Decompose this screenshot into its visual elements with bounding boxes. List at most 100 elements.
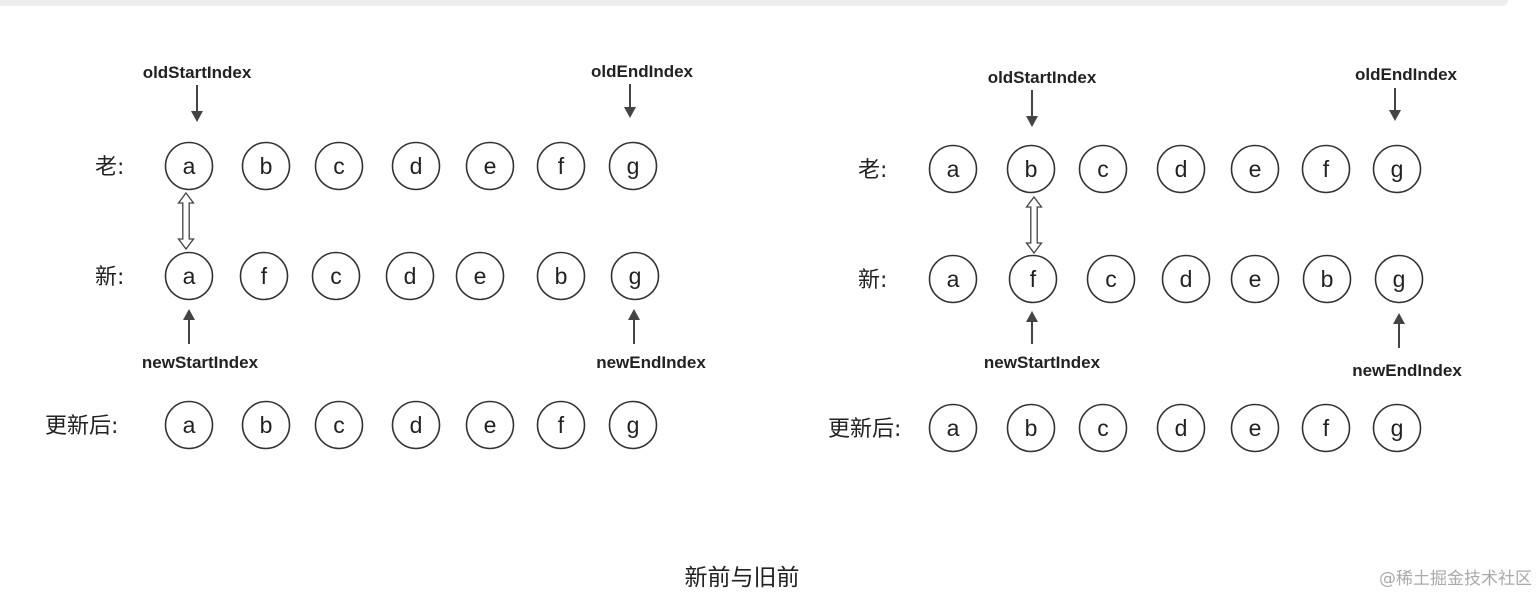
right-old-node-g-circle — [1372, 144, 1422, 194]
right-result-node-d: d — [1156, 403, 1206, 453]
right-old-node-g-label: g — [1391, 156, 1404, 182]
right-old-start-pointer-label: oldStartIndex — [988, 68, 1097, 87]
left-new-node-e-circle — [455, 251, 505, 301]
left-old-node-f: f — [536, 141, 586, 191]
right-result-node-f: f — [1301, 403, 1351, 453]
left-old-end-pointer-arrow — [624, 84, 636, 118]
left-old-node-d-label: d — [410, 153, 423, 179]
left-new-start-pointer-arrow — [183, 309, 195, 344]
right-old-node-g: g — [1372, 144, 1422, 194]
left-new-node-f: f — [239, 251, 289, 301]
diagram-caption: 新前与旧前 — [684, 565, 800, 591]
left-result-node-e-circle — [465, 400, 515, 450]
right-row-label-result: 更新后: — [828, 417, 901, 442]
right-row-label-old: 老: — [858, 158, 887, 183]
right-result-node-f-label: f — [1323, 415, 1330, 441]
left-new-node-b-circle — [536, 251, 586, 301]
left-old-node-b-label: b — [260, 153, 273, 179]
left-old-node-f-circle — [536, 141, 586, 191]
left-new-node-b: b — [536, 251, 586, 301]
left-new-node-c-circle — [311, 251, 361, 301]
left-old-node-a-circle — [164, 141, 214, 191]
right-result-node-a-label: a — [947, 415, 960, 441]
right-new-node-a-circle — [928, 254, 978, 304]
right-row-label-new: 新: — [858, 268, 887, 293]
left-new-node-f-circle — [239, 251, 289, 301]
right-new-node-e-circle — [1230, 254, 1280, 304]
left-result-node-f-label: f — [558, 412, 565, 438]
right-old-node-f: f — [1301, 144, 1351, 194]
top-border — [0, 0, 1508, 6]
right-new-node-e: e — [1230, 254, 1280, 304]
left-old-node-e-circle — [465, 141, 515, 191]
right-new-node-a: a — [928, 254, 978, 304]
left-result-node-c: c — [314, 400, 364, 450]
right-old-node-e: e — [1230, 144, 1280, 194]
right-old-node-c: c — [1078, 144, 1128, 194]
right-new-node-c-circle — [1086, 254, 1136, 304]
right-old-node-a: a — [928, 144, 978, 194]
right-result-node-c-label: c — [1097, 415, 1109, 441]
left-new-end-pointer-arrow — [628, 309, 640, 344]
left-row-label-old: 老: — [95, 155, 124, 180]
left-old-node-f-label: f — [558, 153, 565, 179]
left-new-node-g-label: g — [629, 263, 642, 289]
left-new-node-b-label: b — [555, 263, 568, 289]
right-result-node-f-circle — [1301, 403, 1351, 453]
left-new-node-a-label: a — [183, 263, 196, 289]
right-old-node-b: b — [1006, 144, 1056, 194]
right-old-end-pointer-label: oldEndIndex — [1355, 65, 1458, 84]
left-row-label-new: 新: — [95, 265, 124, 290]
right-old-node-b-circle — [1006, 144, 1056, 194]
left-old-start-pointer-arrow — [191, 85, 203, 122]
right-new-node-b-circle — [1302, 254, 1352, 304]
right-compare-arrow — [1025, 195, 1043, 255]
right-new-node-d: d — [1161, 254, 1211, 304]
right-result-node-c: c — [1078, 403, 1128, 453]
right-new-node-c-label: c — [1105, 266, 1117, 292]
left-result-node-b-circle — [241, 400, 291, 450]
right-result-node-d-circle — [1156, 403, 1206, 453]
right-new-start-pointer-arrow — [1026, 311, 1038, 344]
left-new-node-g: g — [610, 251, 660, 301]
left-old-node-a: a — [164, 141, 214, 191]
left-new-end-pointer-label: newEndIndex — [596, 353, 706, 372]
right-new-node-g-label: g — [1393, 266, 1406, 292]
left-old-node-c-circle — [314, 141, 364, 191]
right-new-node-f: f — [1008, 254, 1058, 304]
left-old-node-d: d — [391, 141, 441, 191]
left-old-node-a-label: a — [183, 153, 196, 179]
right-result-node-g-circle — [1372, 403, 1422, 453]
right-old-node-d: d — [1156, 144, 1206, 194]
left-new-node-e-label: e — [474, 263, 487, 289]
right-old-end-pointer-arrow — [1389, 88, 1401, 121]
right-result-node-c-circle — [1078, 403, 1128, 453]
left-new-node-e: e — [455, 251, 505, 301]
left-result-node-e: e — [465, 400, 515, 450]
right-result-node-a: a — [928, 403, 978, 453]
right-new-node-c: c — [1086, 254, 1136, 304]
right-new-node-a-label: a — [947, 266, 960, 292]
right-result-node-a-circle — [928, 403, 978, 453]
left-old-node-b-circle — [241, 141, 291, 191]
left-result-node-g-circle — [608, 400, 658, 450]
left-result-node-e-label: e — [484, 412, 497, 438]
left-old-node-c-label: c — [333, 153, 345, 179]
right-old-node-a-label: a — [947, 156, 960, 182]
right-old-node-e-label: e — [1249, 156, 1262, 182]
right-new-node-g-circle — [1374, 254, 1424, 304]
right-new-start-pointer-label: newStartIndex — [984, 353, 1101, 372]
left-result-node-b: b — [241, 400, 291, 450]
right-old-start-pointer-arrow — [1026, 90, 1038, 127]
right-result-node-e: e — [1230, 403, 1280, 453]
left-new-node-d-label: d — [404, 263, 417, 289]
right-result-node-b-circle — [1006, 403, 1056, 453]
right-result-node-e-label: e — [1249, 415, 1262, 441]
right-new-node-f-circle — [1008, 254, 1058, 304]
left-old-node-g-circle — [608, 141, 658, 191]
left-old-node-c: c — [314, 141, 364, 191]
right-old-node-d-circle — [1156, 144, 1206, 194]
